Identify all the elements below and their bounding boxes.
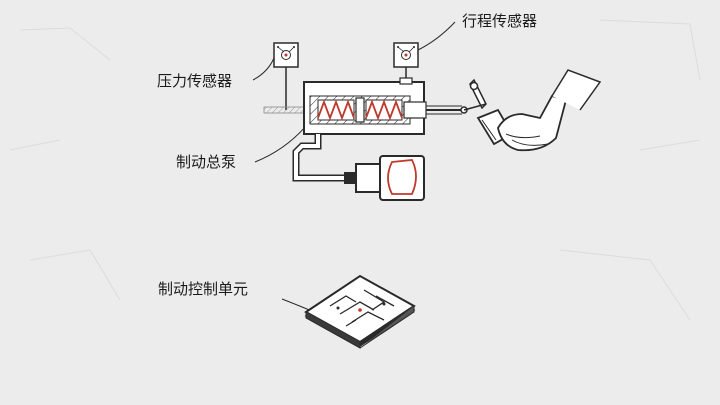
pressure-sensor-label: 压力传感器 [157,72,233,90]
control-unit-chip-icon [304,274,416,349]
brake-pipe [292,134,350,182]
stroke-sensor-icon [393,42,419,82]
shoe-icon [497,69,602,152]
stroke-sensor-label: 行程传感器 [462,12,538,30]
control-unit-label: 制动控制单元 [158,280,249,298]
input-rod [263,106,305,114]
master-cylinder-icon [303,77,427,135]
brake-reservoir-icon [344,155,425,201]
push-rod [426,105,468,115]
pressure-sensor-icon [273,42,299,110]
background-sketch [9,19,701,321]
master-cylinder-label: 制动总泵 [176,153,237,171]
